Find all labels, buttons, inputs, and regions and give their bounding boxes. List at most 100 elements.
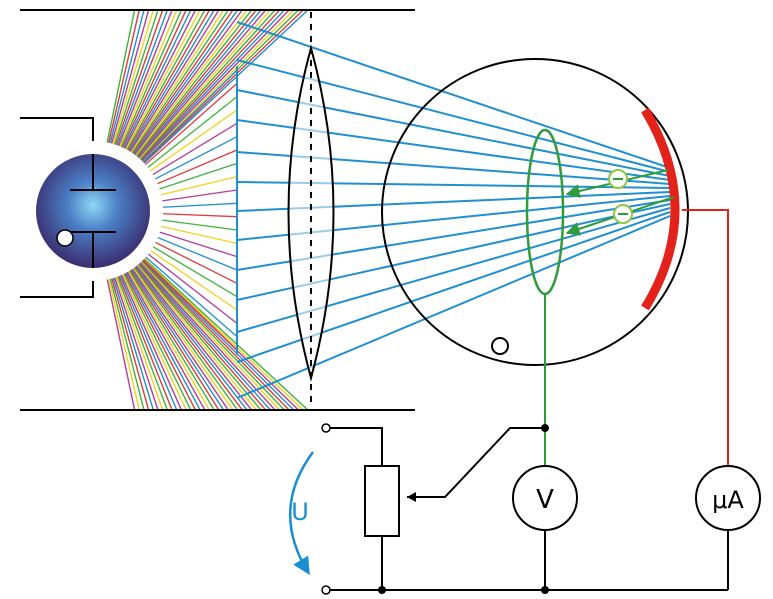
- light-ray: [140, 10, 286, 161]
- light-ray: [147, 253, 238, 324]
- light-ray: [138, 10, 267, 159]
- junction-dot: [541, 586, 549, 594]
- light-ray: [118, 275, 173, 410]
- light-ray: [137, 10, 262, 158]
- light-ray: [123, 273, 192, 410]
- light-ray: [117, 10, 173, 147]
- light-ray: [142, 259, 295, 410]
- light-ray: [135, 10, 248, 156]
- light-ray: [122, 10, 192, 149]
- light-ray: [134, 10, 244, 156]
- light-ray: [124, 10, 197, 149]
- voltage-label: U: [291, 498, 309, 526]
- junction-dot: [378, 586, 386, 594]
- light-ray: [149, 109, 238, 172]
- light-ray: [152, 122, 238, 176]
- light-ray: [157, 236, 238, 271]
- light-ray: [132, 267, 234, 410]
- light-ray: [162, 219, 238, 231]
- light-ray: [109, 10, 145, 144]
- light-ray: [115, 276, 164, 410]
- light-ray: [113, 10, 159, 145]
- light-ray: [116, 276, 169, 410]
- light-ray: [119, 275, 178, 410]
- light-ray: [129, 269, 220, 410]
- light-ray: [140, 261, 281, 410]
- light-ray: [162, 189, 238, 202]
- microammeter: [695, 465, 761, 531]
- light-ray: [162, 202, 238, 208]
- rheostat: [364, 465, 400, 537]
- light-ray: [112, 277, 155, 410]
- light-ray: [152, 246, 238, 298]
- light-ray: [106, 279, 136, 410]
- light-ray: [126, 271, 206, 410]
- light-ray: [154, 136, 238, 180]
- light-ray: [138, 10, 272, 159]
- light-ray: [157, 149, 238, 185]
- light-ray-fan: [106, 10, 309, 410]
- light-ray: [108, 279, 140, 410]
- photocell-tube: [381, 58, 689, 366]
- wire-top-to-rheostat: [326, 427, 383, 466]
- light-ray: [135, 10, 253, 157]
- tube-port: [491, 337, 509, 355]
- light-ray: [135, 265, 248, 410]
- cathode-lead: [682, 209, 729, 466]
- light-ray: [121, 10, 187, 148]
- voltmeter: [512, 465, 578, 531]
- light-ray: [160, 176, 238, 196]
- beam-ray: [236, 21, 671, 169]
- light-ray: [126, 10, 206, 151]
- light-ray: [110, 10, 150, 144]
- light-ray: [139, 262, 272, 410]
- light-ray: [106, 10, 136, 143]
- light-ray: [115, 10, 164, 146]
- light-ray: [109, 278, 145, 410]
- light-ray: [147, 96, 238, 168]
- light-ray: [159, 231, 238, 258]
- terminal-bottom: [321, 585, 331, 595]
- light-ray: [142, 259, 238, 351]
- light-ray: [114, 277, 159, 410]
- light-ray: [122, 274, 187, 410]
- light-ray: [133, 267, 239, 410]
- light-ray: [119, 10, 178, 147]
- electron-1: [608, 169, 628, 189]
- light-ray: [162, 213, 238, 218]
- light-ray: [161, 225, 238, 244]
- light-ray: [143, 258, 309, 410]
- light-ray: [143, 10, 309, 164]
- light-ray: [130, 269, 225, 410]
- light-ray: [132, 10, 234, 154]
- light-ray: [131, 268, 230, 410]
- light-ray: [131, 10, 230, 154]
- light-ray: [128, 270, 216, 410]
- slider-arrowhead: [407, 492, 416, 502]
- light-ray: [127, 10, 211, 151]
- microammeter-label: μA: [712, 486, 744, 514]
- light-ray: [140, 10, 281, 161]
- light-ray: [138, 263, 267, 410]
- light-ray: [111, 278, 150, 410]
- lamp-port: [56, 229, 74, 247]
- light-ray: [120, 274, 183, 410]
- light-ray: [139, 262, 277, 410]
- junction-dot: [541, 424, 549, 432]
- voltage-arrow: [289, 451, 315, 575]
- light-ray: [143, 10, 305, 164]
- electron-2: [613, 204, 633, 224]
- light-ray: [141, 260, 291, 410]
- light-ray: [150, 250, 238, 311]
- light-ray: [134, 266, 244, 410]
- light-ray: [137, 264, 262, 410]
- light-ray: [112, 10, 155, 145]
- light-ray: [116, 10, 169, 146]
- light-ray: [145, 256, 238, 338]
- light-ray: [130, 10, 225, 153]
- light-ray: [142, 69, 238, 163]
- light-ray: [136, 10, 258, 158]
- light-ray: [139, 10, 277, 160]
- voltmeter-label: V: [536, 485, 554, 515]
